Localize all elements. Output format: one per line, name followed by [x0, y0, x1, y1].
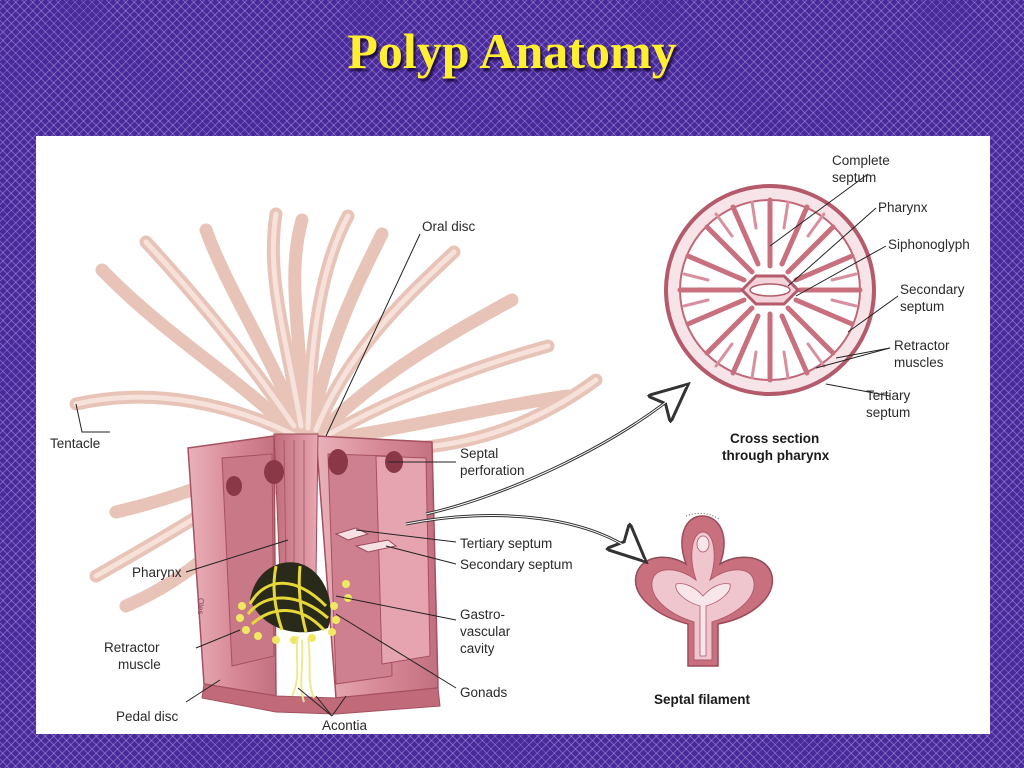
label-retractor-muscle-2: muscle [118, 657, 161, 672]
cross-section-septa [677, 197, 863, 383]
label-gastrovascular-2: vascular [460, 624, 511, 639]
label-gastrovascular-3: cavity [460, 641, 495, 656]
arrow-to-septal-filament-inner [405, 515, 645, 561]
polyp-body [187, 433, 441, 715]
label-complete-septum-2: septum [832, 170, 876, 185]
gonads-filaments [236, 562, 352, 644]
label-acontia: Acontia [322, 718, 368, 733]
label-cross-pharynx: Pharynx [878, 200, 928, 215]
caption-septal-filament: Septal filament [654, 692, 751, 707]
label-cross-tertiary-septum-2: septum [866, 405, 910, 420]
artist-signature: Oles [196, 598, 205, 614]
label-gonads: Gonads [460, 685, 508, 700]
label-pharynx: Pharynx [132, 565, 182, 580]
label-oral-disc: Oral disc [422, 219, 476, 234]
acontia-threads [291, 635, 315, 703]
label-cross-tertiary-septum-1: Tertiary [866, 388, 911, 403]
label-tertiary-septum: Tertiary septum [460, 536, 552, 551]
label-retractor-muscles-1: Retractor [894, 338, 950, 353]
label-cross-secondary-septum-1: Secondary [900, 282, 965, 297]
label-septal-perforation-1: Septal [460, 446, 498, 461]
label-siphonoglyph: Siphonoglyph [888, 237, 970, 252]
caption-cross-section-1: Cross section [730, 431, 819, 446]
label-secondary-septum: Secondary septum [460, 557, 573, 572]
label-retractor-muscles-2: muscles [894, 355, 944, 370]
label-cross-secondary-septum-2: septum [900, 299, 944, 314]
polyp-diagram: Oral disc Tentacle Septal perforation Te… [50, 153, 970, 733]
label-tentacle: Tentacle [50, 436, 100, 451]
slide-title: Polyp Anatomy [347, 23, 677, 79]
caption-cross-section-2: through pharynx [722, 448, 830, 463]
arrow-to-cross-section-inner [425, 385, 687, 515]
label-complete-septum-1: Complete [832, 153, 890, 168]
cross-section-diagram [664, 184, 876, 396]
label-septal-perforation-2: perforation [460, 463, 525, 478]
label-retractor-muscle-1: Retractor [104, 640, 160, 655]
label-pedal-disc: Pedal disc [116, 709, 179, 724]
figure-panel: Oral disc Tentacle Septal perforation Te… [36, 136, 990, 734]
septal-filament-diagram [634, 512, 774, 667]
label-gastrovascular-1: Gastro- [460, 607, 505, 622]
